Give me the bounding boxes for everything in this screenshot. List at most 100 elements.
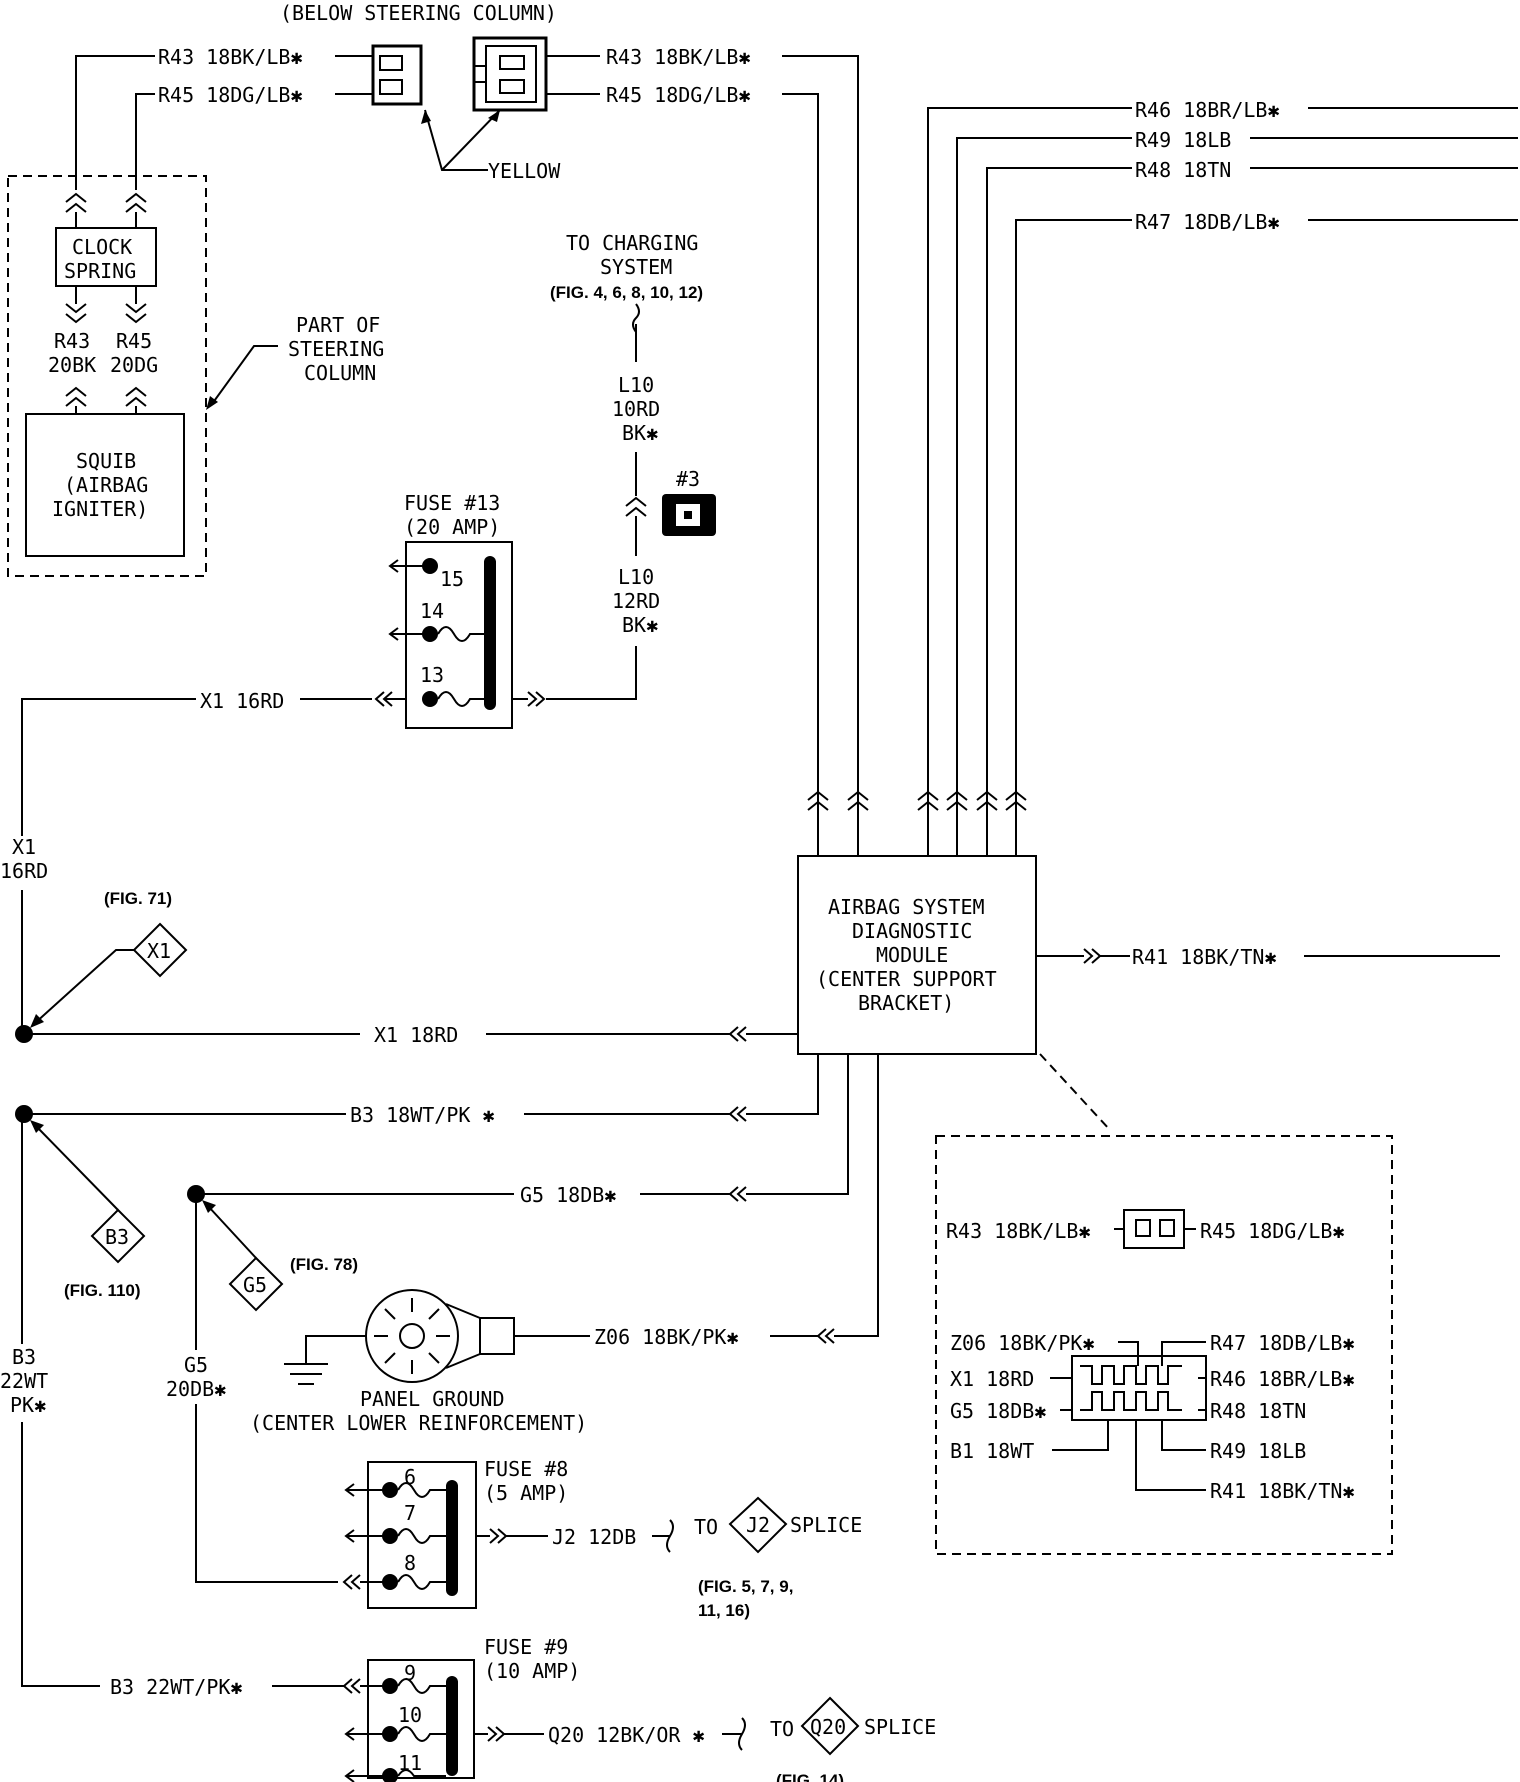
wire-label-q20: Q20 12BK/OR ✱ — [548, 1723, 705, 1747]
wire-label-r48: R48 18TN — [1135, 158, 1231, 182]
wire-label-b3-18: B3 18WT/PK ✱ — [350, 1103, 495, 1127]
splice-3-label: #3 — [676, 467, 700, 491]
splice-j2-label: SPLICE — [790, 1513, 862, 1537]
wire-r45-left — [135, 93, 155, 190]
b3-vertical-label-1: B3 — [12, 1345, 36, 1369]
wire-g5-18-right — [640, 1054, 849, 1202]
l10-bk-label-1: BK✱ — [622, 421, 658, 445]
wire-b3-22-left — [21, 1422, 100, 1687]
diamond-x1-label: X1 — [147, 939, 171, 963]
part-of-label-1: PART OF — [296, 313, 380, 337]
module-top-connector-chevrons — [807, 790, 1027, 811]
fig71-label: (FIG. 71) — [104, 889, 172, 908]
to-charging-label-2: SYSTEM — [600, 255, 672, 279]
detail-r41-label: R41 18BK/TN✱ — [1210, 1479, 1355, 1503]
j2-break — [652, 1519, 674, 1553]
squib-label-2: (AIRBAG — [64, 473, 148, 497]
clock-spring-top-chevrons — [65, 192, 147, 213]
fuse13-out-chevron — [512, 691, 546, 707]
wire-b3-18-right — [524, 1054, 819, 1122]
wire-label-r46: R46 18BR/LB✱ — [1135, 98, 1280, 122]
fig14-label: (FIG. 14) — [776, 1771, 844, 1782]
l10-12rd-label: 12RD — [612, 589, 660, 613]
fuse8-out-chevron — [476, 1528, 548, 1544]
wire-r47 — [1015, 219, 1132, 820]
to-charging-label-1: TO CHARGING — [566, 231, 698, 255]
wire-l10-lower — [546, 646, 637, 700]
fig-charging-label: (FIG. 4, 6, 8, 10, 12) — [550, 283, 703, 302]
l10-chevron — [625, 496, 647, 517]
clock-spring-bottom-chevrons — [65, 303, 147, 324]
wire-r41-out — [1036, 948, 1130, 964]
detail-r47-label: R47 18DB/LB✱ — [1210, 1331, 1355, 1355]
module-label-2: DIAGNOSTIC — [852, 919, 972, 943]
connector-detail-box — [935, 1135, 1393, 1555]
fuse8-pin-8: 8 — [404, 1551, 416, 1575]
below-steering-column-label: (BELOW STEERING COLUMN) — [280, 1, 557, 25]
l10-label-1: L10 — [618, 373, 654, 397]
g5-vertical-label-2: 20DB✱ — [166, 1377, 226, 1401]
fuse13-pin-13: 13 — [420, 663, 444, 687]
splice-b3-dot — [15, 1105, 33, 1123]
wire-label-z06: Z06 18BK/PK✱ — [594, 1325, 739, 1349]
wire-label-r43-left: R43 18BK/LB✱ — [158, 45, 303, 69]
to-q20-label: TO — [770, 1717, 794, 1741]
fuse8-label-1: FUSE #8 — [484, 1457, 568, 1481]
q20-break — [722, 1717, 746, 1751]
panel-ground-label-2: (CENTER LOWER REINFORCEMENT) — [250, 1411, 587, 1435]
part-of-label-2: STEERING — [288, 337, 384, 361]
r45-20dg-label-1: R45 — [116, 329, 152, 353]
b3-vertical-label-2: 22WT — [0, 1369, 48, 1393]
part-of-leader — [211, 345, 278, 405]
detail-x1-label: X1 18RD — [950, 1367, 1034, 1391]
fuse9-block — [367, 1659, 475, 1779]
diamond-b3-label: B3 — [105, 1225, 129, 1249]
module-label-1: AIRBAG SYSTEM — [828, 895, 985, 919]
diamond-q20-label: Q20 — [810, 1715, 846, 1739]
to-j2-label: TO — [694, 1515, 718, 1539]
detail-r49-label: R49 18LB — [1210, 1439, 1306, 1463]
wire-r43-right — [782, 55, 859, 820]
detail-r46-label: R46 18BR/LB✱ — [1210, 1367, 1355, 1391]
r45-20dg-label-2: 20DG — [110, 353, 158, 377]
module-label-5: BRACKET) — [858, 991, 954, 1015]
wire-r48 — [986, 167, 1132, 820]
yellow-leader — [421, 109, 501, 171]
splice-3-connector — [662, 494, 716, 536]
diamond-j2 — [728, 1496, 788, 1554]
panel-ground-label-1: PANEL GROUND — [360, 1387, 505, 1411]
wire-x1-16rd-left — [21, 698, 196, 836]
wire-label-r41: R41 18BK/TN✱ — [1132, 945, 1277, 969]
wire-g5-20-lower — [195, 1404, 338, 1583]
clock-spring-label-2: SPRING — [64, 259, 136, 283]
detail-b1-label: B1 18WT — [950, 1439, 1034, 1463]
r43-20bk-label-1: R43 — [54, 329, 90, 353]
fuse9-label-2: (10 AMP) — [484, 1659, 580, 1683]
fuse8-pin-7: 7 — [404, 1501, 416, 1525]
wire-r43-left — [75, 55, 155, 190]
steering-connector-female — [472, 36, 548, 112]
r43-20bk-label-2: 20BK — [48, 353, 96, 377]
squib-label-3: IGNITER) — [52, 497, 148, 521]
fuse13-label-1: FUSE #13 — [404, 491, 500, 515]
fuse8-label-2: (5 AMP) — [484, 1481, 568, 1505]
diamond-b3 — [90, 1208, 146, 1264]
fuse13-in-chevron — [374, 691, 406, 707]
fuse9-pin-10: 10 — [398, 1703, 422, 1727]
detail-leader — [1039, 1053, 1111, 1131]
wire-label-r45-right: R45 18DG/LB✱ — [606, 83, 751, 107]
fuse13-label-2: (20 AMP) — [404, 515, 500, 539]
fig110-label: (FIG. 110) — [64, 1281, 141, 1300]
wire-label-g5-18: G5 18DB✱ — [520, 1183, 616, 1207]
yellow-label: YELLOW — [488, 159, 561, 183]
detail-r43-label: R43 18BK/LB✱ — [946, 1219, 1091, 1243]
fuse13-pin-14: 14 — [420, 599, 444, 623]
steering-column-dashed-box — [7, 175, 207, 577]
fuse8-in-chevron — [342, 1574, 390, 1590]
wire-label-r49: R49 18LB — [1135, 128, 1231, 152]
l10-10rd-label: 10RD — [612, 397, 660, 421]
l10-bk-label-2: BK✱ — [622, 613, 658, 637]
module-label-3: MODULE — [876, 943, 948, 967]
wire-label-j2: J2 12DB — [552, 1525, 636, 1549]
wire-label-r45-left: R45 18DG/LB✱ — [158, 83, 303, 107]
